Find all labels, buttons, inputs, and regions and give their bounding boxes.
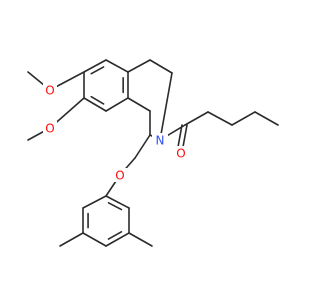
bond-inner (90, 95, 105, 105)
bond (254, 111, 279, 126)
atom-o-carbonyl: O (174, 146, 188, 161)
bond (59, 232, 84, 247)
bond-inner (107, 202, 123, 211)
atom-label-layer: O O N O O (43, 83, 188, 183)
bond (105, 97, 129, 112)
bond (128, 232, 153, 247)
atom-o-ether: O (113, 168, 127, 183)
bond (105, 59, 129, 73)
bond (184, 111, 209, 126)
atom-label-o-ether: O (115, 169, 124, 183)
bond (105, 195, 130, 209)
bond (127, 59, 151, 73)
bond-layer (27, 59, 279, 247)
bond-inner (90, 66, 105, 75)
atom-o-methoxy-bottom: O (43, 121, 57, 136)
bond (207, 111, 233, 126)
bond-double (177, 124, 183, 148)
bond (82, 232, 107, 247)
atom-label-o-methoxy-bottom: O (45, 122, 54, 136)
bond (134, 134, 151, 159)
atom-label-n-ring: N (156, 134, 165, 148)
bond (149, 59, 173, 74)
bond-inner (107, 230, 123, 240)
bond (83, 97, 107, 112)
bond (82, 195, 107, 209)
atom-label-o-carbonyl: O (176, 147, 185, 161)
atom-label-o-methoxy-top: O (45, 84, 54, 98)
bond (231, 111, 256, 126)
bond (105, 232, 130, 247)
bond-double (182, 124, 188, 148)
bond (127, 97, 151, 112)
bond (83, 59, 107, 73)
atom-n-ring: N (152, 133, 168, 148)
bond (159, 72, 173, 141)
atom-o-methoxy-top: O (43, 83, 57, 98)
structure-diagram: O O N O O (27, 59, 279, 247)
molecule-canvas: O O N O O (27, 59, 279, 247)
